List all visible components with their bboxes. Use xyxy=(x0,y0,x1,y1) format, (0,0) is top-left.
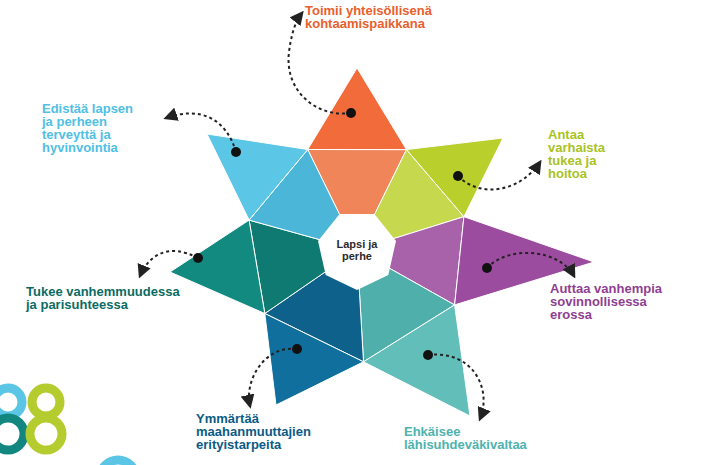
leader-line xyxy=(458,162,540,190)
leader-line xyxy=(140,251,198,276)
leader-line xyxy=(249,349,297,406)
callout-label: Toimii yhteisöllisenä kohtaamispaikkana xyxy=(305,4,440,30)
callout-label: Tukee vanhemmuudessa ja parisuhteessa xyxy=(26,285,188,311)
leader-dot xyxy=(292,344,302,354)
logo-ring xyxy=(32,388,60,416)
star-point xyxy=(265,314,364,406)
logo xyxy=(0,388,136,465)
callout-label: Ymmärtää maahanmuuttajien erityistarpeit… xyxy=(196,412,336,451)
star-point xyxy=(308,68,407,150)
leader-dot xyxy=(231,147,241,157)
logo-ring xyxy=(100,460,136,465)
leader-line xyxy=(166,113,236,152)
logo-ring xyxy=(0,418,24,450)
callout-label: Antaa varhaista tukea ja hoitoa xyxy=(548,128,622,180)
heptagon-fill xyxy=(318,214,396,290)
leader-dot xyxy=(453,171,463,181)
node-text: Lapsi ja perhe xyxy=(329,238,385,262)
center-heptagon: Lapsi ja perhe xyxy=(329,238,385,262)
logo-ring xyxy=(0,388,22,416)
leader-dot xyxy=(423,350,433,360)
callout-label: Auttaa vanhempia sovinnollisessa erossa xyxy=(550,282,692,321)
leader-line xyxy=(487,253,574,276)
leader-line xyxy=(428,355,484,419)
star-point xyxy=(407,138,504,217)
star-point xyxy=(207,134,308,220)
callout-label: Ehkäisee lähisuhdeväkivaltaa xyxy=(404,425,554,451)
star-point xyxy=(364,305,471,416)
leader-dot xyxy=(193,253,203,263)
logo-ring xyxy=(30,418,62,450)
star-point xyxy=(170,220,265,313)
callout-label: Edistää lapsen ja perheen terveyttä ja h… xyxy=(42,102,146,154)
leader-dot xyxy=(346,108,356,118)
leader-dot xyxy=(482,263,492,273)
